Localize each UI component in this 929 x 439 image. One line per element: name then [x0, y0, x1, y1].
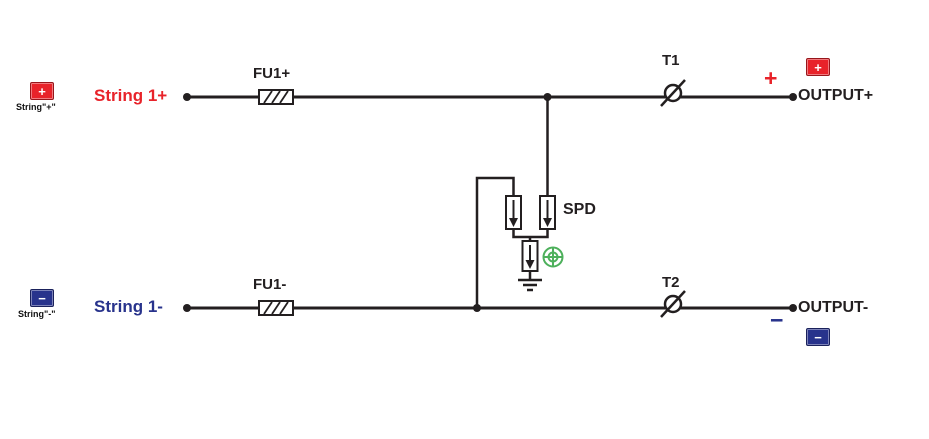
terminal-t2-label: T2 [662, 274, 680, 291]
string-neg-badge: − [30, 289, 54, 307]
string-pos-badge: + [30, 82, 54, 100]
string-neg-caption: String"-" [18, 309, 56, 319]
junction-dot [183, 304, 191, 312]
junction-dot [789, 93, 797, 101]
junction-dot [183, 93, 191, 101]
spd-varistor-right [539, 195, 556, 230]
fuse-neg-symbol [258, 300, 294, 316]
spd-varistor-left [505, 195, 522, 230]
terminal-t2-symbol [660, 290, 686, 318]
output-pos-badge: + [806, 58, 830, 76]
earth-icon [542, 246, 564, 268]
string-pos-caption: String"+" [16, 102, 56, 112]
junction-dots [183, 93, 797, 312]
terminal-t1-symbol [660, 79, 686, 107]
string-neg-label: String 1- [94, 297, 163, 316]
ground-icon [518, 278, 542, 292]
fuse-pos-symbol [258, 89, 294, 105]
output-pos-label: OUTPUT+ [798, 87, 874, 104]
spd-varistor-center [521, 240, 539, 272]
junction-dot [789, 304, 797, 312]
fuse-neg-label: FU1- [253, 276, 287, 293]
spd-label: SPD [563, 201, 596, 218]
junction-dot [473, 304, 481, 312]
junction-dot [543, 93, 552, 101]
output-neg-badge: − [806, 328, 830, 346]
fuse-pos-label: FU1+ [253, 65, 291, 82]
spd-branch-wire [475, 97, 549, 308]
output-neg-label: OUTPUT- [798, 299, 869, 316]
terminal-t1-label: T1 [662, 52, 680, 69]
output-pos-sign: + [764, 65, 778, 91]
string-pos-label: String 1+ [94, 86, 168, 105]
output-neg-sign: − [770, 307, 784, 333]
